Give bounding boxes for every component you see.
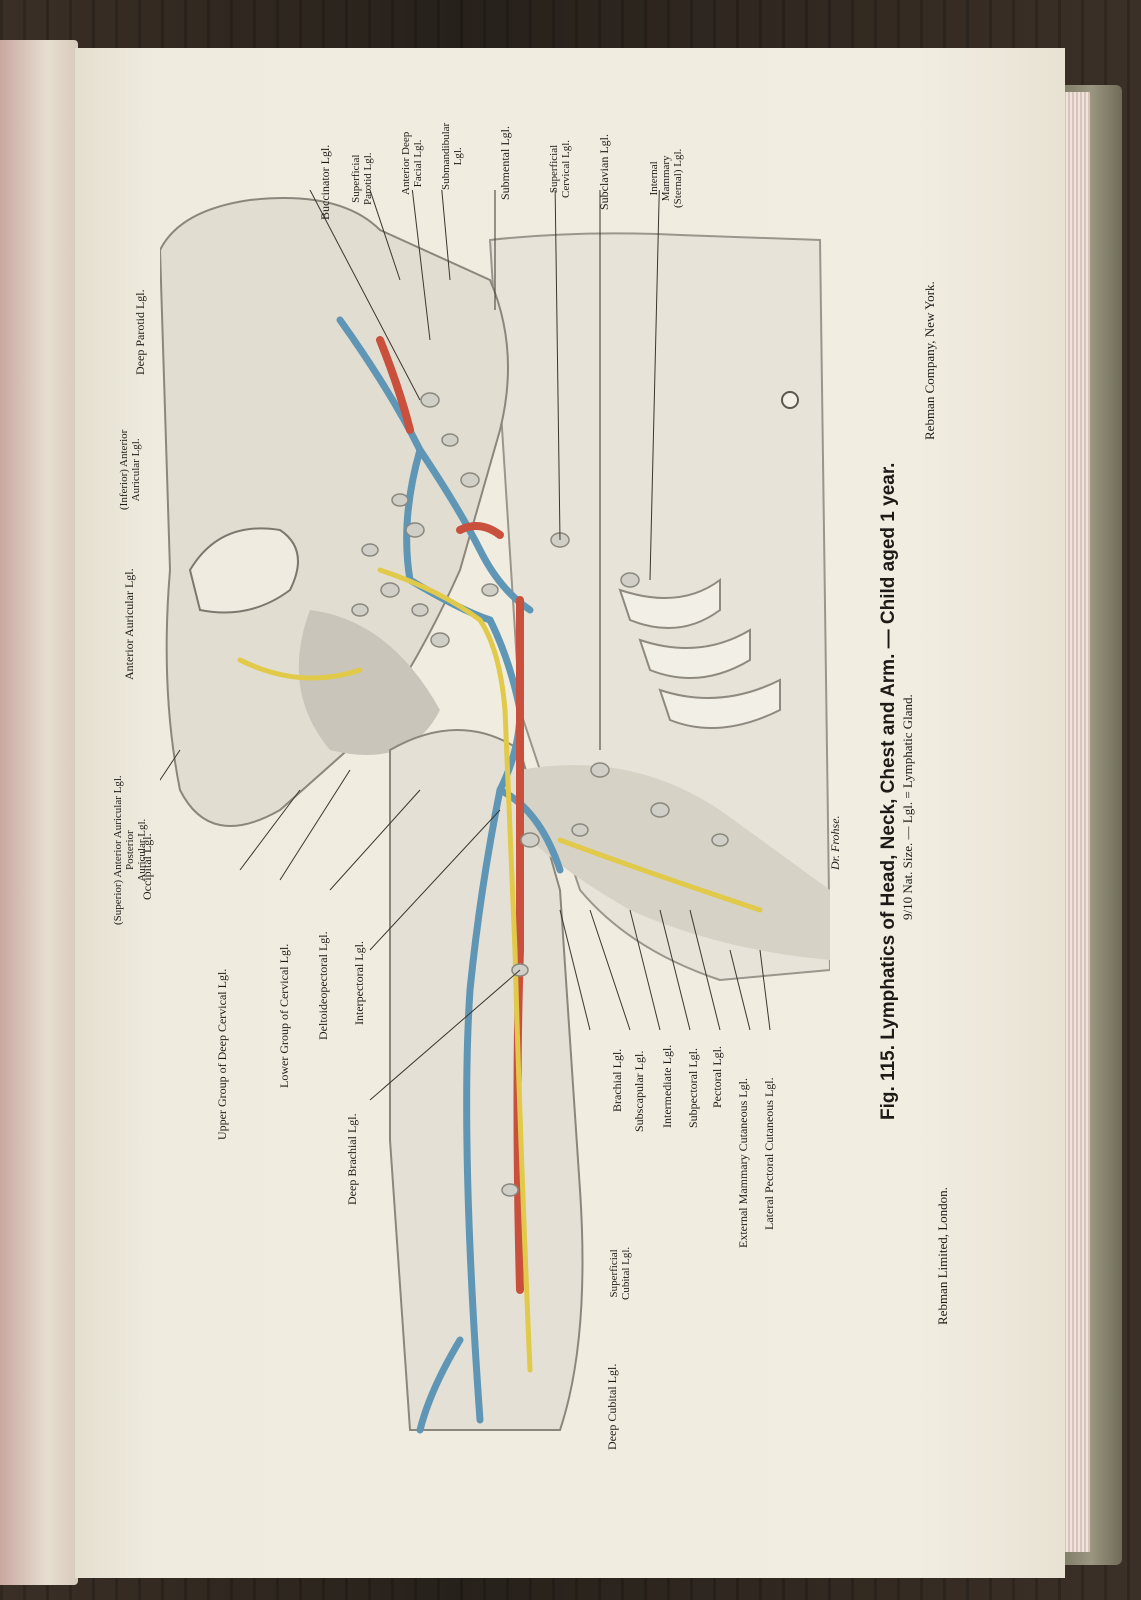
label-submental: Submental Lgl. [498,126,512,200]
label-anterior-auricular: Anterior Auricular Lgl. [122,568,136,680]
artist-signature: Dr. Frohse. [828,815,842,870]
label-superficial-cubital-line2: Cubital Lgl. [620,1246,632,1300]
label-pectoral: Pectoral Lgl. [710,1046,724,1108]
label-deep-cubital: Deep Cubital Lgl. [605,1363,619,1450]
label-upper-deep-cervical: Upper Group of Deep Cervical Lgl. [215,968,229,1140]
label-subpectoral: Subpectoral Lgl. [686,1048,700,1128]
label-inferior-anterior-auricular-line1: (Inferior) Anterior [118,429,130,510]
label-superficial-cervical-line1: Superficial [548,144,560,194]
illustration-svg [160,190,830,1434]
label-subscapular: Subscapular Lgl. [632,1050,646,1132]
label-inferior-anterior-auricular: (Inferior) Anterior Auricular Lgl. [118,430,142,510]
figure-number: Fig. 115. [878,1045,899,1120]
label-superficial-parotid: Superficial Parotid Lgl. [350,152,374,205]
label-superficial-cubital-line1: Superficial [608,1249,620,1298]
ribs [618,578,781,729]
axilla-region [520,765,830,960]
arm-region [389,729,584,1431]
label-subclavian: Subclavian Lgl. [597,134,611,210]
label-posterior-auricular-line1: Posterior [124,830,136,871]
label-anterior-deep-facial-line1: Anterior Deep [400,131,412,195]
label-submandibular-line1: Submandibular [440,122,452,190]
label-submandibular-line2: Lgl. [452,147,464,166]
label-deep-brachial: Deep Brachial Lgl. [345,1113,359,1205]
label-internal-mammary-line1: Internal [648,161,660,196]
label-superior-anterior-auricular-line1: (Superior) Anterior Auricular Lgl. [112,775,124,925]
label-internal-mammary: Internal Mammary (Sternal) Lgl. [648,149,684,208]
label-anterior-deep-facial-line2: Facial Lgl. [412,139,424,188]
label-internal-mammary-line3: (Sternal) Lgl. [672,148,684,208]
label-external-mammary-cutaneous: External Mammary Cutaneous Lgl. [736,1078,750,1248]
publisher-newyork: Rebman Company, New York. [922,281,937,440]
label-internal-mammary-line2: Mammary [660,155,672,202]
label-inferior-anterior-auricular-line2: Auricular Lgl. [130,438,142,502]
label-deltoideopectoral: Deltoideopectoral Lgl. [316,931,330,1040]
arteries [376,336,525,1294]
label-superficial-cubital: Superficial Cubital Lgl. [608,1247,632,1300]
publisher-london: Rebman Limited, London. [935,1187,950,1325]
label-superficial-parotid-line1: Superficial [350,154,362,203]
label-superficial-parotid-line2: Parotid Lgl. [362,152,374,205]
label-brachial: Brachial Lgl. [610,1048,624,1112]
figure-subtitle: 9/10 Nat. Size. — Lgl. = Lymphatic Gland… [900,694,915,920]
label-submandibular: Submandibular Lgl. [440,123,464,190]
label-intermediate: Intermediate Lgl. [660,1044,674,1128]
head-neck-region [160,197,509,827]
lymph-glands [351,392,729,1197]
label-superficial-cervical-line2: Cervical Lgl. [560,139,572,198]
label-buccinator: Buccinator Lgl. [318,144,332,220]
label-occipital: Occipital Lgl. [140,833,154,900]
anatomical-illustration [160,190,830,1440]
figure-caption-title: Fig. 115. Lymphatics of Head, Neck, Ches… [878,463,900,1120]
label-superficial-cervical: Superficial Cervical Lgl. [548,140,572,198]
leader-lines [160,190,771,1101]
nerves [237,567,763,1373]
ear [188,527,299,614]
label-lateral-pectoral-cutaneous: Lateral Pectoral Cutaneous Lgl. [762,1077,776,1230]
label-interpectoral: Interpectoral Lgl. [352,941,366,1025]
nipple-mark [781,391,799,409]
left-page-edge [0,40,78,1585]
label-deep-parotid: Deep Parotid Lgl. [133,289,147,375]
label-anterior-deep-facial: Anterior Deep Facial Lgl. [400,132,424,195]
figure-title: Lymphatics of Head, Neck, Chest and Arm.… [878,462,899,1040]
label-lower-cervical: Lower Group of Cervical Lgl. [277,943,291,1088]
masseter-area [298,610,440,755]
